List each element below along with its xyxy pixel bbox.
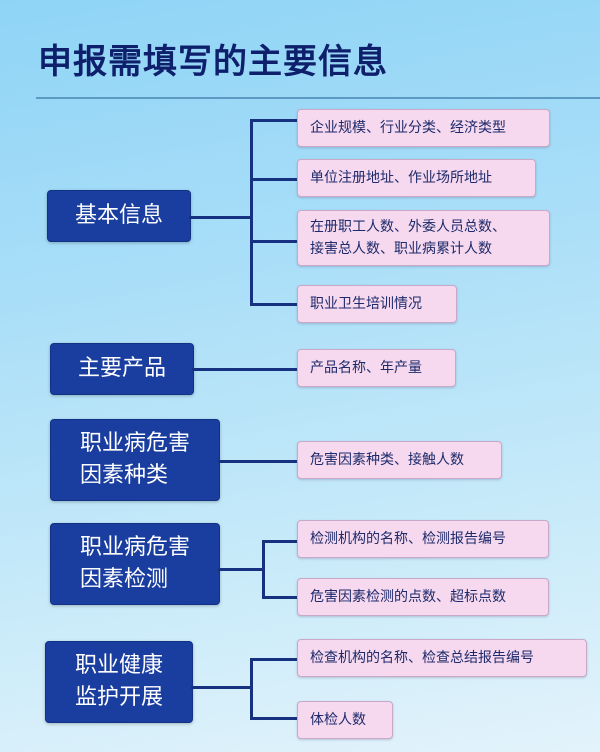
category-label: 职业健康: [74, 653, 163, 678]
connector-line: [218, 568, 265, 571]
info-item-product: 产品名称、年产量: [297, 349, 456, 387]
item-text: 检查机构的名称、检查总结报告编号: [310, 650, 534, 666]
info-item-training: 职业卫生培训情况: [297, 285, 457, 323]
item-text: 产品名称、年产量: [310, 360, 422, 376]
title-divider: [36, 97, 600, 99]
info-item-staff-counts: 在册职工人数、外委人员总数、 接害总人数、职业病累计人数: [297, 210, 550, 266]
connector-line: [262, 540, 298, 543]
connector-line: [250, 240, 297, 243]
connector-line: [250, 717, 298, 720]
connector-line: [189, 216, 253, 219]
category-hazard-types: 职业病危害 因素种类: [50, 419, 220, 501]
info-item-testing-agency: 检测机构的名称、检测报告编号: [297, 520, 549, 558]
connector-line: [262, 596, 298, 599]
item-text: 在册职工人数、外委人员总数、: [310, 219, 506, 235]
connector-line: [218, 460, 298, 463]
info-item-enterprise-scale: 企业规模、行业分类、经济类型: [297, 109, 550, 147]
info-item-testing-points: 危害因素检测的点数、超标点数: [297, 578, 549, 616]
category-label: 基本信息: [74, 203, 163, 228]
item-text: 职业卫生培训情况: [310, 296, 422, 312]
category-main-products: 主要产品: [50, 343, 194, 395]
category-hazard-testing: 职业病危害 因素检测: [50, 523, 220, 605]
category-label: 主要产品: [77, 356, 166, 381]
connector-line: [250, 178, 297, 181]
category-basic-info: 基本信息: [47, 190, 191, 242]
item-text: 危害因素检测的点数、超标点数: [310, 589, 506, 605]
category-label: 监护开展: [74, 685, 163, 710]
connector-line: [250, 658, 298, 661]
connector-line: [250, 658, 253, 719]
category-health-surveillance: 职业健康 监护开展: [45, 641, 193, 723]
item-text: 企业规模、行业分类、经济类型: [310, 120, 506, 136]
connector-line: [192, 368, 298, 371]
item-text: 体检人数: [310, 712, 366, 728]
info-item-address: 单位注册地址、作业场所地址: [297, 159, 536, 197]
category-label: 因素检测: [79, 567, 168, 592]
connector-line: [250, 119, 297, 122]
category-label: 因素种类: [79, 463, 168, 488]
item-text: 接害总人数、职业病累计人数: [310, 241, 492, 257]
page-title: 申报需填写的主要信息: [38, 42, 388, 82]
connector-line: [191, 686, 253, 689]
info-item-exam-count: 体检人数: [297, 701, 393, 739]
category-label: 职业病危害: [79, 431, 190, 456]
item-text: 检测机构的名称、检测报告编号: [310, 531, 506, 547]
info-item-exam-agency: 检查机构的名称、检查总结报告编号: [297, 639, 587, 677]
item-text: 单位注册地址、作业场所地址: [310, 170, 492, 186]
connector-line: [250, 303, 297, 306]
connector-line: [250, 119, 253, 306]
info-item-hazard-types: 危害因素种类、接触人数: [297, 441, 502, 479]
category-label: 职业病危害: [79, 535, 190, 560]
item-text: 危害因素种类、接触人数: [310, 452, 464, 468]
connector-line: [262, 540, 265, 598]
